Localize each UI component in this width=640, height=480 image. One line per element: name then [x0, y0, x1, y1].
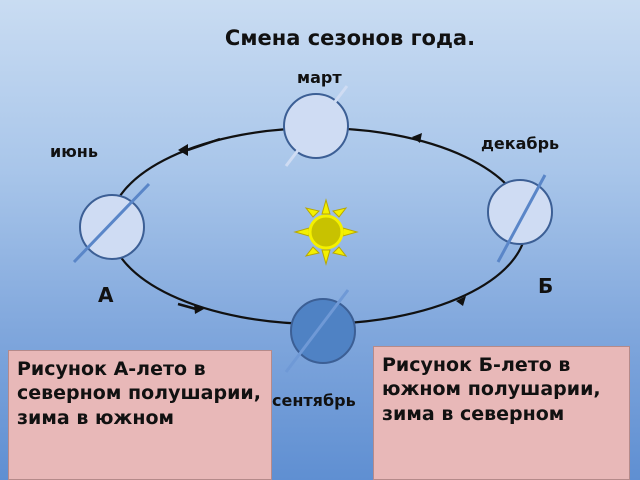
label-december: декабрь	[481, 134, 560, 153]
label-march: март	[297, 68, 342, 87]
diagram-title: Смена сезонов года.	[224, 26, 476, 50]
orbit-arrow-bottom-left	[194, 304, 204, 314]
axis-september	[284, 289, 350, 373]
axis-june	[72, 182, 151, 264]
axis-december	[496, 174, 547, 263]
label-june: июнь	[50, 142, 98, 161]
marker-b: Б	[538, 274, 554, 298]
planet-june	[79, 194, 145, 260]
label-september: сентябрь	[272, 391, 356, 410]
orbit-arrow-bottom-left-tail	[177, 302, 197, 311]
sun	[308, 214, 344, 250]
orbit-arrow-bottom-right	[456, 296, 466, 306]
planet-december	[487, 179, 553, 245]
planet-september	[290, 298, 356, 364]
axis-march	[284, 85, 349, 167]
orbit-arrow-top-right	[412, 133, 422, 143]
orbit-arrow-top-left	[178, 144, 188, 156]
caption-a: Рисунок А-лето в северном полушарии, зим…	[8, 350, 272, 480]
marker-a: А	[98, 283, 114, 307]
orbit-arrow-top-left-tail	[187, 137, 221, 152]
caption-b: Рисунок Б-лето в южном полушарии, зима в…	[373, 346, 630, 480]
